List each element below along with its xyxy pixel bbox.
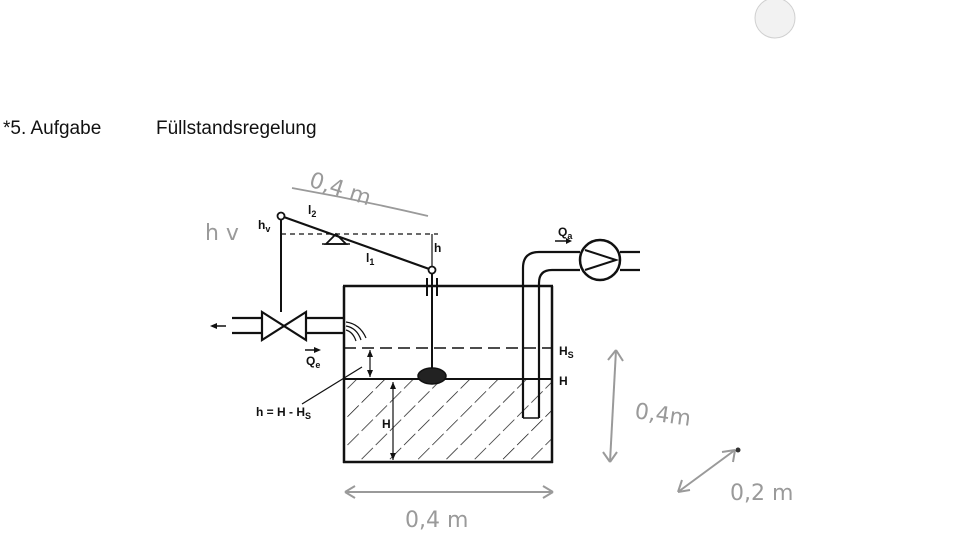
label-hs: HS bbox=[559, 344, 574, 360]
label-h-equation: h = H - HS bbox=[256, 405, 311, 421]
outlet-system bbox=[521, 238, 640, 419]
label-l2: l2 bbox=[308, 203, 316, 219]
h-leader-line bbox=[301, 366, 363, 405]
tank-liquid bbox=[344, 380, 551, 462]
note-lever-length: 0,4 m bbox=[306, 168, 374, 211]
punch-hole-mark bbox=[754, 0, 796, 39]
task-number: *5. Aufgabe bbox=[3, 118, 102, 139]
lever-arm bbox=[280, 214, 433, 272]
note-tank-width: 0,4 m bbox=[405, 508, 468, 533]
handwritten-notes: h v 0,4 m 0,4 m 0,4m 0,2 m bbox=[205, 168, 793, 533]
float bbox=[417, 367, 447, 385]
label-h-float: h bbox=[434, 241, 441, 255]
label-hv: hv bbox=[258, 218, 270, 234]
label-qa: Qa bbox=[558, 225, 573, 241]
label-qe: Qe bbox=[306, 354, 320, 370]
note-tank-depth: 0,2 m bbox=[730, 481, 793, 506]
printed-labels: hv l2 l1 h Qa Qe HS H H h = H - HS bbox=[256, 203, 574, 431]
lever-length-mark bbox=[291, 187, 429, 217]
valve-left bbox=[260, 309, 287, 343]
valve-right bbox=[281, 309, 308, 343]
lever-mechanism bbox=[276, 211, 447, 385]
label-h-level: H bbox=[559, 374, 568, 388]
tank-height-mark bbox=[609, 349, 617, 463]
tank-depth-mark bbox=[677, 449, 736, 493]
label-l1: l1 bbox=[366, 251, 374, 267]
note-tank-height: 0,4m bbox=[633, 399, 692, 432]
pump bbox=[578, 238, 622, 282]
pencil-annotations bbox=[291, 187, 741, 499]
note-hv: h v bbox=[205, 221, 239, 246]
dimension-marks bbox=[301, 350, 396, 460]
label-h-depth: H bbox=[382, 417, 391, 431]
inlet-system bbox=[210, 309, 367, 353]
tank bbox=[342, 284, 554, 464]
task-title: Füllstandsregelung bbox=[156, 118, 317, 139]
